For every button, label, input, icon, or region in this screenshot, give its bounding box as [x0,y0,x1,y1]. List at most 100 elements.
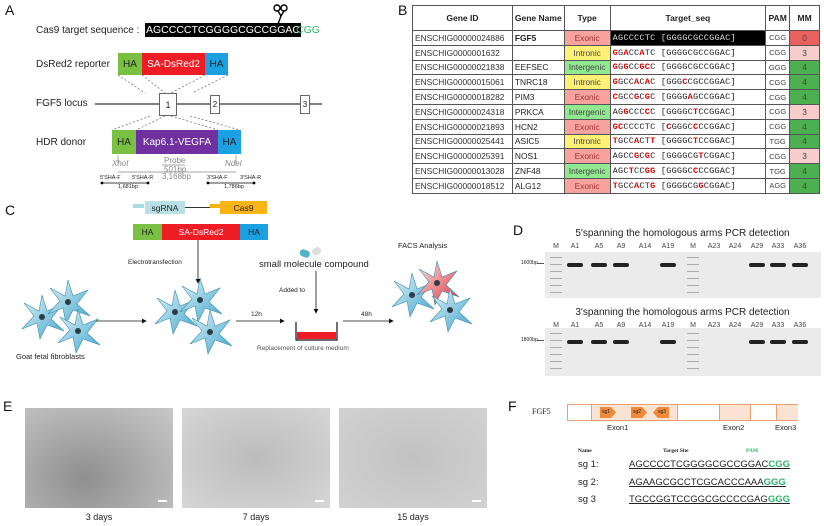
ladder-band [687,361,699,362]
table-row: ENSCHIG00000024886 FGF5 Exonic AGCCCCTC … [412,30,820,46]
target-seq-cell: GGCCACAC [GGGCCGCCGGAC] [609,74,767,91]
target-seq-cell: AGGCCCCC [GGGGCTCCGGAC] [609,103,767,120]
primer-5f: 5'SHA-F [100,175,121,181]
pcr-band [660,263,676,267]
fibroblast-cell-icon [47,279,91,325]
gene-name: FGF5 [511,30,565,46]
lane-label: A9 [616,322,626,329]
col-target-seq: Target_seq [609,5,767,31]
gene-name: PIM3 [511,89,565,105]
gene-name: TNRC18 [511,74,565,91]
sgrna-arrow-icon [133,204,144,208]
lane-label: M [553,243,559,250]
facs-label: FACS Analysis [398,241,448,250]
pcr-band [591,340,607,344]
pam-cell: CGG [765,118,791,135]
exon3-label: Exon3 [775,423,797,432]
gel-image [545,328,821,376]
mm-cell: 4 [789,59,820,76]
table-row: ENSCHIG0000001632 Intronic GGACCATC [GGG… [412,44,820,61]
sg-pam: GGG [763,476,786,488]
gene-id: ENSCHIG0000001632 [412,44,513,61]
gene-name: NOS1 [511,148,565,165]
lane-label: A1 [570,322,580,329]
sg-row: AGCCCCTCGGGGCGCCGGACCGG [629,459,790,470]
reporter-sa-dsred2: SA-DsRed2 [142,53,205,75]
gene-id: ENSCHIG00000015061 [412,74,513,91]
pcr-band [567,340,583,344]
pam-cell: CGG [765,103,791,120]
sg-row: AGAAGCGCCTCGCACCCAAAGGG [629,477,786,488]
sg3-marker: sg3 [653,407,669,418]
ladder-band [550,354,562,355]
locus-label: FGF5 locus [36,98,88,109]
donor-length: 3,168bp [162,172,191,181]
ladder-band [550,368,562,369]
transfected-cell-icon [189,309,233,355]
culture-dish-icon [295,322,338,341]
type-cell: Exonic [563,177,611,194]
type-cell: Exonic [563,148,611,165]
ladder-band [687,347,699,348]
primer-3r: 3'SHA-R [240,175,262,181]
gene-id: ENSCHIG00000025441 [412,133,513,150]
sgrna-box: sgRNA [145,201,185,214]
sg1-marker: sg1 [600,407,616,418]
mm-cell: 3 [789,103,820,120]
ladder-band [550,361,562,362]
gene-id: ENSCHIG00000025391 [412,148,513,165]
micrograph-15-days [339,408,487,508]
workflow-graphic [21,240,473,355]
lane-label: A9 [616,243,626,250]
ladder-band [687,285,699,286]
gene-name: ALG12 [511,177,565,194]
scissors-icon [273,4,288,25]
mm-cell: 3 [789,44,820,61]
gene-id: ENSCHIG00000024318 [412,103,513,120]
mm-cell: 4 [789,89,820,105]
lane-label: M [690,243,696,250]
table-row: ENSCHIG00000013028 ZNF48 Intergenic AGCT… [412,163,820,179]
lane-label: A36 [793,322,807,329]
construct-ha-right: HA [240,224,268,240]
ndei-site: NdeI [225,159,242,168]
panel-label-b: B [398,2,408,18]
pam-sequence: CGG [296,24,320,36]
compound-label: small molecule compound [259,259,369,270]
target-seq-cell: GGGCCGCC [GGGGCGCCGGAC] [609,59,767,76]
gel-image [545,252,821,298]
target-seq-cell: CGCCGCGC [GGGGAGCCGGAC] [609,89,767,105]
lane-label: A24 [728,322,742,329]
sg-name: sg 2: [578,476,599,488]
lane-label: A19 [661,243,675,250]
target-sequence: AGCCCCTCGGGGCGCCGGAC [145,23,302,37]
panel-label-f: F [508,398,517,414]
exon2-region [719,405,751,420]
pam-cell: TGG [765,133,791,150]
gene-id: ENSCHIG00000018512 [412,177,513,194]
sg-col-site: Target Site [663,448,689,454]
gene-id: ENSCHIG00000021893 [412,118,513,135]
type-cell: Intronic [563,74,611,91]
locus-diagram-lines [95,74,322,185]
target-seq-cell: TGCCACTT [GGGGCTCCGGAC] [609,133,767,150]
target-seq-cell: AGCTCCGG [GGGGCCCCGGAC] [609,163,767,179]
table-row: ENSCHIG00000025441 ASIC5 Intronic TGCCAC… [412,133,820,150]
table-row: ENSCHIG00000021893 HCN2 Exonic GCCCCCTC … [412,118,820,135]
cas9-target-label: Cas9 target sequence : [36,25,140,36]
gel-title: 3'spanning the homologous arms PCR detec… [575,307,790,318]
ladder-band [687,292,699,293]
type-cell: Intergenic [563,103,611,120]
pcr-band [613,263,629,267]
pill-icon [299,249,310,258]
gene-name [511,44,565,61]
sg-name: sg 3 [578,494,596,505]
lane-label: A29 [750,243,764,250]
target-seq-cell: AGCCCCTC [GGGGCGCCGGAC] [609,30,767,46]
mm-cell: 0 [789,30,820,46]
primer-5r: 5'SHA-R [132,175,154,181]
table-row: ENSCHIG00000018282 PIM3 Exonic CGCCGCGC … [412,89,820,105]
ladder-band [687,257,699,258]
lane-label: A5 [594,322,604,329]
ladder-band [550,278,562,279]
